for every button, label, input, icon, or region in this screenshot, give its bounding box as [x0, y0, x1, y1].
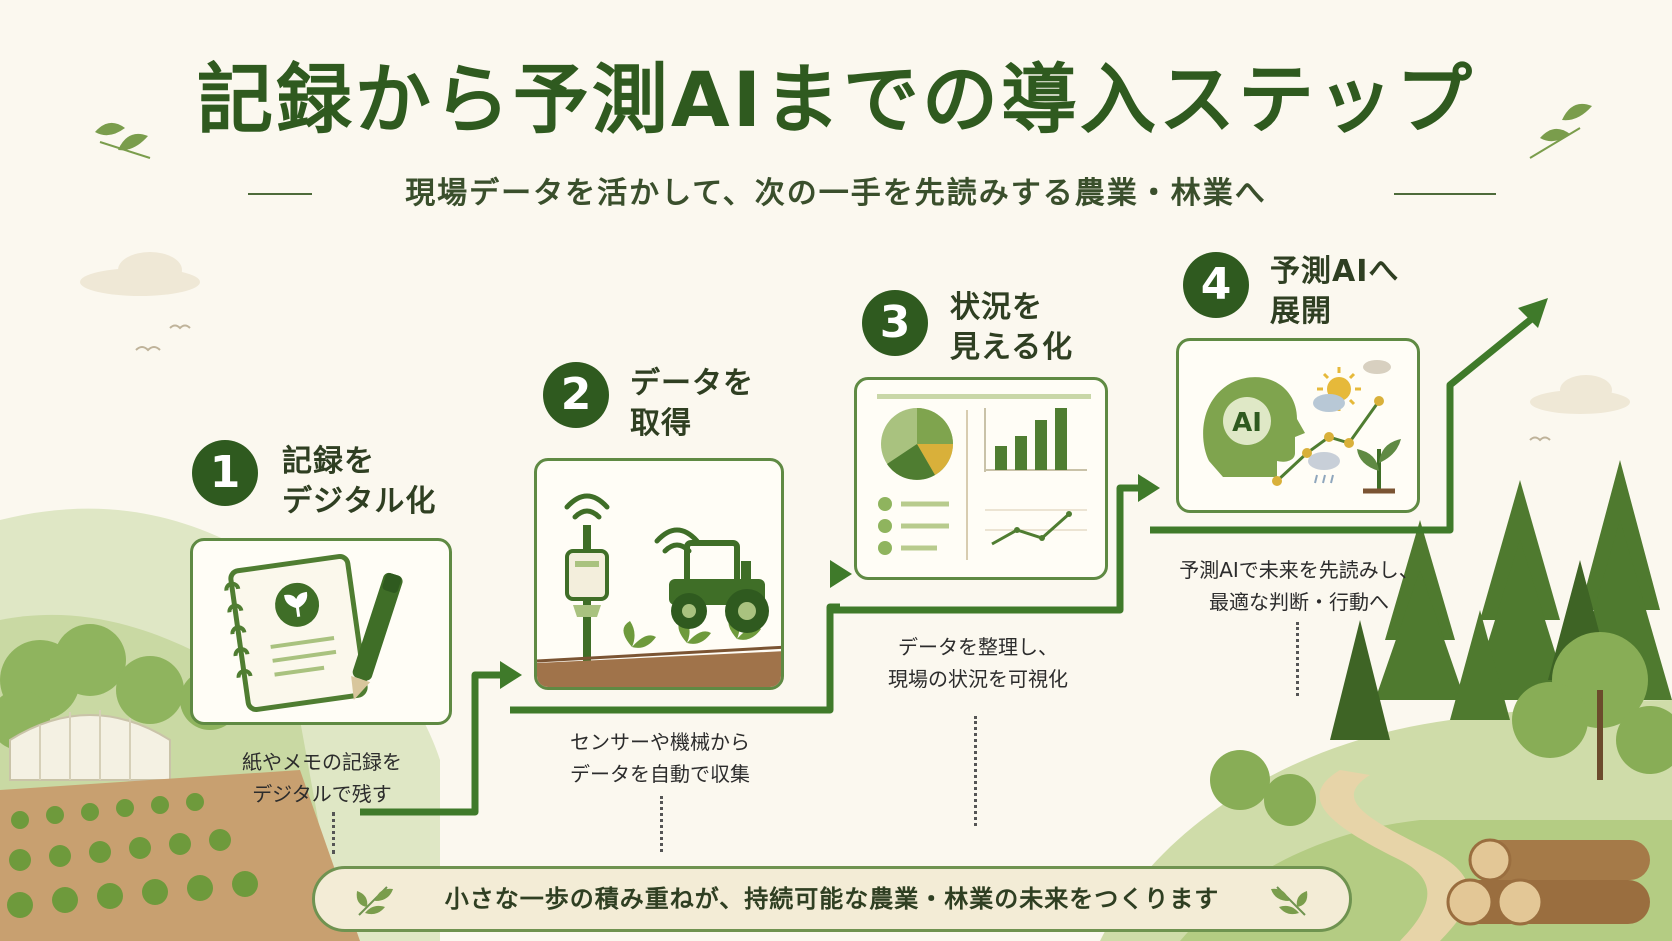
- step-1-desc-line-1: 紙やメモの記録を: [242, 750, 402, 774]
- step-4-description: 予測AIで未来を先読みし、 最適な判断・行動へ: [1164, 554, 1434, 618]
- trend-line-icon: [1272, 396, 1384, 486]
- step-3-desc-line-1: データを整理し、: [898, 635, 1058, 659]
- step-3-dotted-line: [974, 716, 977, 826]
- step-4-desc-line-2: 最適な判断・行動へ: [1209, 590, 1389, 614]
- step-3-title-line-2: 見える化: [950, 330, 1074, 365]
- subtitle-divider-right: [1394, 193, 1496, 195]
- bottom-banner: 小さな一歩の積み重ねが、持続可能な農業・林業の未来をつくります: [312, 866, 1352, 932]
- progress-arrow: [360, 309, 1543, 816]
- step-2-desc-line-2: データを自動で収集: [570, 762, 750, 786]
- step-2-desc-line-1: センサーや機械から: [570, 730, 750, 754]
- banner-text: 小さな一歩の積み重ねが、持続可能な農業・林業の未来をつくります: [444, 885, 1220, 913]
- step-1-desc-line-2: デジタルで残す: [252, 782, 392, 806]
- step-3-number: 3: [862, 290, 928, 356]
- sun-cloud-icon: [1313, 360, 1391, 412]
- step-2-description: センサーや機械から データを自動で収集: [540, 726, 780, 790]
- step-1-description: 紙やメモの記録を デジタルで残す: [222, 746, 422, 810]
- step-4-dotted-line: [1296, 622, 1299, 696]
- step-1-title: 記録を デジタル化: [282, 442, 436, 522]
- step-1-dotted-line: [332, 812, 335, 854]
- subtitle-divider-left: [248, 193, 312, 195]
- line-chart-icon: [985, 509, 1087, 546]
- step-4-title-line-2: 展開: [1270, 294, 1332, 329]
- step-3-title-line-1: 状況を: [950, 290, 1043, 325]
- step-4-number: 4: [1183, 252, 1249, 318]
- rain-cloud-icon: [1308, 452, 1340, 484]
- leaf-icon: [95, 103, 1592, 159]
- leaf-icon: [356, 886, 393, 916]
- step-3-desc-line-2: 現場の状況を可視化: [888, 667, 1068, 691]
- plant-icon: [1357, 439, 1401, 494]
- step-1-card: [190, 538, 452, 725]
- step-3-card: [854, 377, 1108, 580]
- step-2-title-line-2: 取得: [630, 406, 692, 441]
- ai-prediction-icon: AI: [1203, 360, 1401, 494]
- bar-chart-icon: [984, 408, 1087, 472]
- step-1-number: 1: [192, 440, 258, 506]
- seedling-icon: [623, 613, 761, 648]
- notebook-pen-icon: [224, 554, 403, 712]
- cloud-icon: [80, 252, 1630, 414]
- list-icon: [878, 497, 892, 555]
- step-4-title: 予測AIへ 展開: [1270, 252, 1399, 332]
- pie-chart-icon: [881, 408, 953, 480]
- log-pile-icon: [1446, 838, 1650, 926]
- ai-label: AI: [1232, 408, 1262, 438]
- step-4-title-line-1: 予測AIへ: [1270, 254, 1400, 289]
- step-3-description: データを整理し、 現場の状況を可視化: [858, 631, 1098, 695]
- ai-head-icon: [1203, 377, 1305, 477]
- page-subtitle: 現場データを活かして、次の一手を先読みする農業・林業へ: [405, 176, 1267, 211]
- leaf-icon: [1271, 886, 1308, 916]
- step-2-title-line-1: データを: [630, 366, 754, 401]
- step-1-title-line-1: 記録を: [282, 444, 375, 479]
- step-4-desc-line-1: 予測AIで未来を先読みし、: [1179, 558, 1419, 582]
- sensor-tractor-icon: [537, 493, 781, 687]
- step-2-number: 2: [543, 362, 609, 428]
- step-2-dotted-line: [660, 796, 663, 852]
- dashboard-icon: [877, 394, 1091, 560]
- step-4-card: AI: [1176, 338, 1420, 513]
- step-3-title: 状況を 見える化: [950, 288, 1073, 368]
- step-2-card: [534, 458, 784, 690]
- step-1-title-line-2: デジタル化: [282, 484, 437, 519]
- page-title: 記録から予測AIまでの導入ステップ: [196, 55, 1476, 144]
- bird-icon: [135, 324, 1551, 442]
- tractor-icon: [669, 540, 769, 633]
- step-2-title: データを 取得: [630, 364, 754, 444]
- greenhouse-icon: [9, 710, 171, 781]
